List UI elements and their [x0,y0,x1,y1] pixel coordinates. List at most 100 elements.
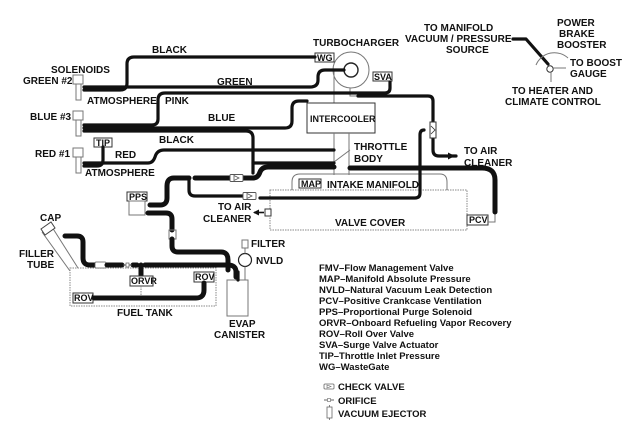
solenoid-red [72,147,84,174]
atmosphere-bottom-label: ATMOSPHERE [85,168,155,179]
cap-label: CAP [40,213,61,224]
check-valve-icon [323,383,335,390]
hose-to-canister [169,236,231,273]
intercooler [306,102,376,134]
pcv-label: PCV [469,215,488,225]
booster-label-3: BOOSTER [557,40,607,51]
evap-label-1: EVAP [229,319,256,330]
booster-label-1: POWER [557,18,596,29]
hose-tip [82,145,105,168]
filler-tube-label-2: TUBE [27,260,55,271]
legend-item: PCV–Positive Crankcase Ventilation [319,296,482,307]
solenoids-heading: SOLENOIDS [51,65,110,76]
map-box [298,178,322,189]
hose-filler-vent [62,233,98,268]
boost-gauge-label-2: GAUGE [570,69,607,80]
valve-cover-port [264,208,272,217]
pcv-link [488,212,496,223]
heater-label-2: CLIMATE CONTROL [505,97,601,108]
hose-green [82,68,346,89]
legend-item: WG–WasteGate [319,362,389,373]
booster-source-label-3: SOURCE [446,45,489,56]
pcv-box [466,214,489,226]
filter [241,239,249,249]
hose-purge-branch [187,176,245,198]
rov-right-label: ROV [195,272,215,282]
check-valve-icon-3 [94,261,107,269]
booster-source-label-2: VACUUM / PRESSURE [405,34,512,45]
vacuum-ejector-icon [429,121,437,139]
vacuum-ejector-icon [326,405,333,420]
legend-item: ROV–Roll Over Valve [319,329,414,340]
map-label: MAP [301,179,321,189]
hose-black-top [82,55,317,92]
pps-label: PPS [129,192,147,202]
evap-label-2: CANISTER [214,330,266,341]
arrow-head-right [448,152,455,160]
orifice-icon [324,398,334,402]
hose-pcv [347,165,498,215]
legend-item: SVA–Surge Valve Actuator [319,340,439,351]
sva-label: SVA [374,72,392,82]
tip-label: TIP [96,138,110,148]
hose-black-mid [82,129,255,175]
filler-tube [41,226,79,272]
intercooler-label: INTERCOOLER [310,114,376,124]
booster-outline [535,52,569,66]
boost-gauge-label-1: TO BOOST [570,58,622,69]
intake-manifold-label: INTAKE MANIFOLD [327,180,419,191]
hose-air-cleaner-right [431,136,458,158]
booster-label-2: BRAKE [559,29,595,40]
check-valve-icon-2 [242,192,257,200]
nvld [237,252,253,268]
symbol-label-check-valve: CHECK VALVE [338,382,405,393]
filter-label: FILTER [251,239,286,250]
hose-pps-canister [145,210,175,233]
turbocharger-label: TURBOCHARGER [313,38,400,49]
filler-tube-label-1: FILLER [19,249,55,260]
heater-label-1: TO HEATER AND [512,86,593,97]
air-cleaner-right-label-1: TO AIR [464,146,498,157]
intake-manifold [291,173,448,190]
hose-blue [82,99,309,130]
evap-canister [226,279,249,317]
atmosphere-top-label: ATMOSPHERE [87,96,157,107]
solenoid-blue-label: BLUE #3 [30,112,72,123]
hose-pps-upper [147,175,192,208]
hose-label-black-mid: BLACK [159,135,195,146]
air-cleaner-right-label-2: CLEANER [464,158,513,169]
pps-body [128,200,146,216]
wastegate-label: WG [317,53,333,63]
hose-label-pink: PINK [165,96,190,107]
fuel-cap [40,221,56,236]
air-cleaner-left-label-1: TO AIR [218,202,252,213]
legend-item: TIP–Throttle Inlet Pressure [319,351,440,362]
valve-cover-label: VALVE COVER [335,218,406,229]
legend-item: PPS–Proportional Purge Solenoid [319,307,472,318]
hose-pink [82,80,392,127]
throttle-body-label-1: THROTTLE [354,142,408,153]
solenoid-blue [72,110,84,137]
turbo-duct-right [349,88,358,97]
hose-tank-canister [142,262,239,280]
legend-item: ORVR–Onboard Refueling Vapor Recovery [319,318,512,329]
legend-item: MAP–Manifold Absolute Pressure [319,274,471,285]
symbol-legend: CHECK VALVE ORIFICE VACUUM EJECTOR [323,382,426,420]
sva-box [372,71,393,82]
throttle-body-label-2: BODY [354,154,383,165]
nvld-label: NVLD [256,256,283,267]
hose-label-green: GREEN [217,77,253,88]
abbreviation-legend: FMV–Flow Management Valve MAP–Manifold A… [319,263,512,373]
hose-rov [91,280,207,301]
symbol-label-orifice: ORIFICE [338,396,377,407]
hose-turbo-outlet [356,94,435,124]
fuel-tank-label: FUEL TANK [117,308,174,319]
rov-left-label: ROV [74,293,94,303]
legend-item: FMV–Flow Management Valve [319,263,454,274]
legend-item: NVLD–Natural Vacuum Leak Detection [319,285,492,296]
orvr-label: ORVR [131,276,157,286]
booster-outlets [550,67,566,82]
hose-pps-manifold [192,164,337,181]
hose-ejector-return [258,128,426,200]
